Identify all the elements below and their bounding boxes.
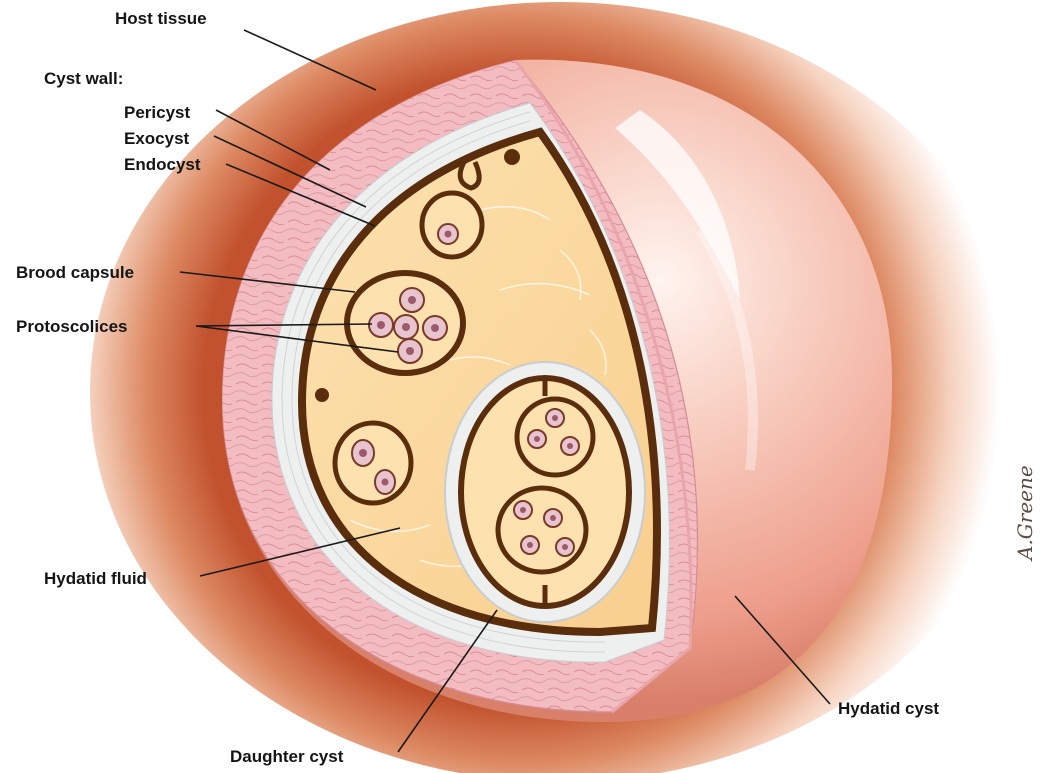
brood-capsule-lower (335, 423, 411, 503)
label-pericyst: Pericyst (124, 103, 190, 122)
artist-signature: A.Greene (1013, 465, 1037, 562)
label-cyst-wall: Cyst wall: (44, 69, 123, 88)
label-brood-capsule: Brood capsule (16, 263, 134, 282)
label-host-tissue: Host tissue (115, 9, 207, 28)
brood-capsule (347, 273, 463, 373)
label-hydatid-fluid: Hydatid fluid (44, 569, 147, 588)
germinal-bud (315, 388, 329, 402)
label-protoscolices: Protoscolices (16, 317, 128, 336)
brood-capsule-small (422, 193, 482, 257)
label-endocyst: Endocyst (124, 155, 201, 174)
daughter-cyst (445, 362, 645, 622)
germinal-bud (504, 149, 520, 165)
label-exocyst: Exocyst (124, 129, 190, 148)
label-hydatid-cyst: Hydatid cyst (838, 699, 939, 718)
label-daughter-cyst: Daughter cyst (230, 747, 344, 766)
